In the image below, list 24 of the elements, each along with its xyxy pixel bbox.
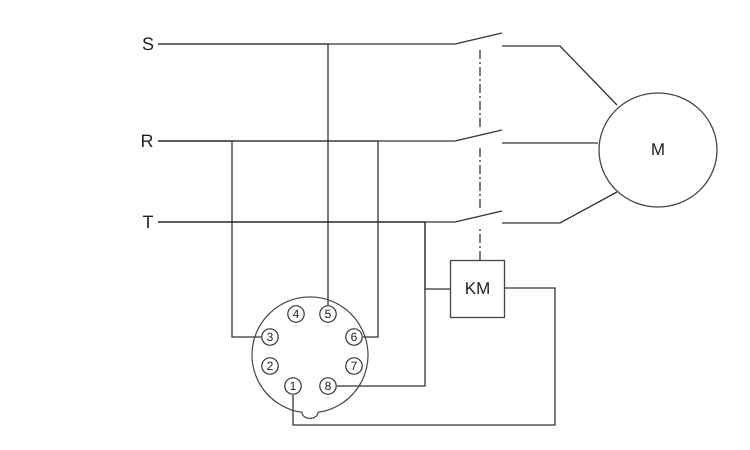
phase-label: R — [136, 130, 158, 152]
pin-number: 3 — [261, 328, 279, 346]
wire — [158, 43, 329, 305]
wire — [158, 221, 450, 290]
pin-number: 5 — [319, 305, 337, 323]
wire — [158, 140, 379, 338]
pin-number: 1 — [284, 377, 302, 395]
mechanical-link-line — [479, 226, 481, 260]
motor-symbol: M — [598, 92, 718, 208]
wire — [292, 287, 556, 426]
mechanical-link-line — [479, 48, 481, 127]
relay-socket — [252, 297, 368, 419]
contactor-coil-box: KM — [450, 260, 505, 318]
wire — [502, 142, 598, 144]
pin-number: 2 — [261, 357, 279, 375]
phase-label: S — [138, 33, 158, 55]
wire — [502, 191, 618, 224]
phase-label: T — [138, 211, 158, 233]
wire — [502, 45, 618, 106]
pin-number: 6 — [345, 328, 363, 346]
mechanical-link-line — [479, 145, 481, 208]
pin-number: 7 — [345, 357, 363, 375]
pin-number: 4 — [287, 305, 305, 323]
pin-number: 8 — [319, 377, 337, 395]
